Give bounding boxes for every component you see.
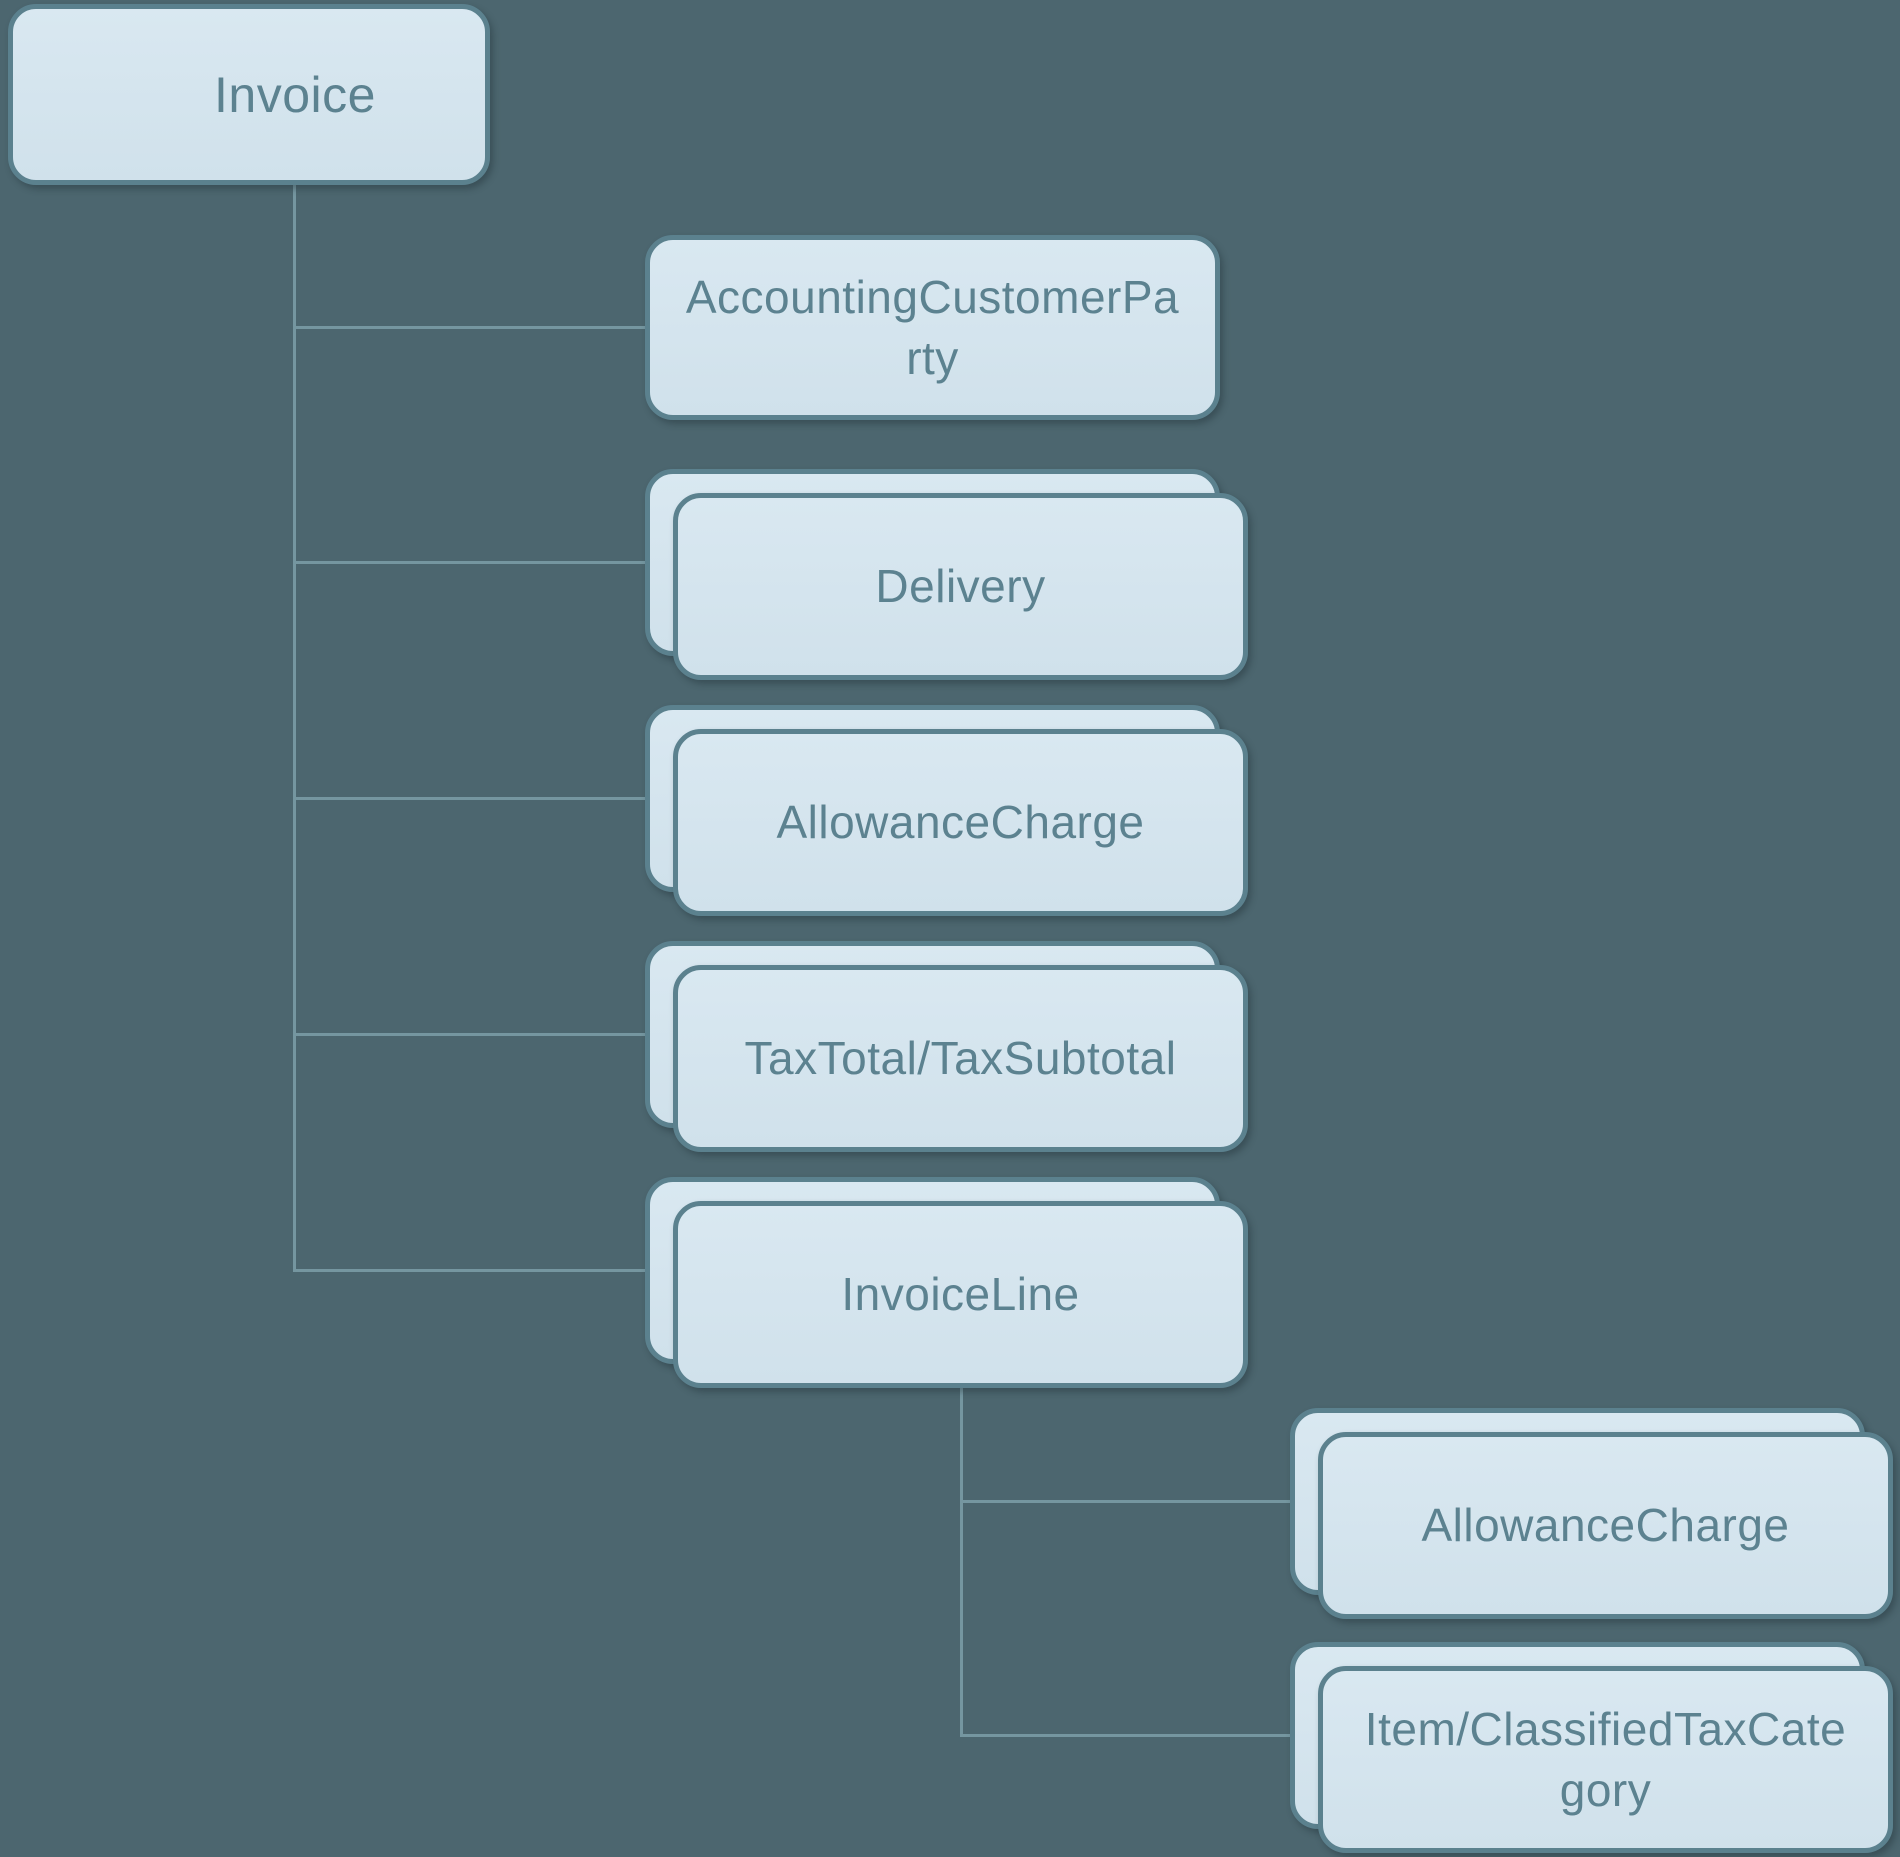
connector-branch-line-allowance-charge	[960, 1500, 1290, 1503]
node-delivery-card[interactable]: Delivery	[673, 493, 1248, 680]
node-invoice-line-card[interactable]: InvoiceLine	[673, 1201, 1248, 1388]
node-invoice-label: Invoice	[214, 66, 376, 123]
node-invoice-line-label: InvoiceLine	[841, 1268, 1080, 1321]
connector-branch-allowance-charge	[293, 797, 645, 800]
node-line-allowance-charge-card[interactable]: AllowanceCharge	[1318, 1432, 1893, 1619]
node-item-classified-tax-category-label: Item/ClassifiedTaxCate gory	[1364, 1702, 1847, 1816]
node-delivery-label: Delivery	[875, 560, 1046, 613]
connector-trunk-vertical	[293, 185, 296, 1272]
node-tax-total-card[interactable]: TaxTotal/TaxSubtotal	[673, 965, 1248, 1152]
connector-branch-invoice-line	[293, 1269, 645, 1272]
connector-branch-delivery	[293, 561, 645, 564]
node-item-classified-tax-category-card[interactable]: Item/ClassifiedTaxCate gory	[1318, 1666, 1893, 1853]
node-line-allowance-charge-label: AllowanceCharge	[1421, 1499, 1790, 1552]
node-allowance-charge-card[interactable]: AllowanceCharge	[673, 729, 1248, 916]
connector-branch-item-classified-tax-category	[960, 1734, 1290, 1737]
connector-branch-tax-total	[293, 1033, 645, 1036]
connector-invoice-line-drop-vertical	[960, 1388, 963, 1737]
node-tax-total-label: TaxTotal/TaxSubtotal	[744, 1032, 1177, 1085]
connector-branch-accounting-customer-party	[293, 326, 645, 329]
node-accounting-customer-party-label: AccountingCustomerPa rty	[685, 270, 1180, 384]
node-invoice[interactable]: Invoice	[8, 4, 490, 185]
node-accounting-customer-party[interactable]: AccountingCustomerPa rty	[645, 235, 1220, 420]
node-allowance-charge-label: AllowanceCharge	[776, 796, 1145, 849]
